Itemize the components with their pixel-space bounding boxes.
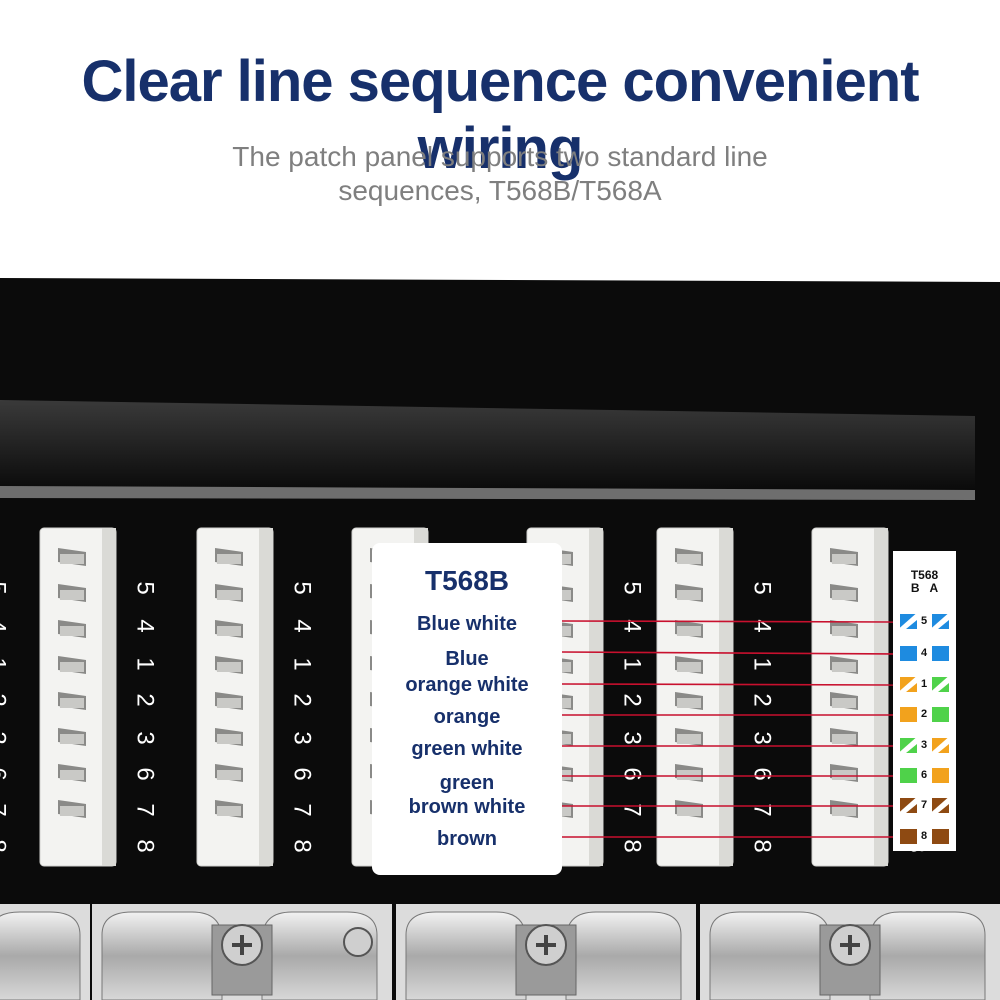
pin-number-label: 2 — [0, 693, 11, 706]
cable-clamp — [396, 904, 696, 1000]
pin-number-label: 2 — [619, 693, 646, 706]
terminal-block — [811, 527, 889, 867]
pin-number: 4 — [920, 647, 928, 659]
pin-number-label: 4 — [0, 619, 11, 632]
pin-number-label: 2 — [289, 693, 316, 706]
pin-number-label: 7 — [289, 803, 316, 816]
swatch-b-brown — [900, 829, 917, 844]
pin-number-label: 8 — [289, 839, 316, 852]
pin-number: 3 — [920, 739, 928, 751]
pin-number-label: 5 — [289, 581, 316, 594]
pin-number-label: 1 — [619, 657, 646, 670]
swatch-a-blue-white — [931, 613, 950, 630]
pin-number-label: 8 — [619, 839, 646, 852]
t568-box-title: T568 — [910, 568, 939, 582]
cable-clamp — [0, 904, 90, 1000]
swatch-b-orange-white — [899, 676, 918, 693]
swatch-b-blue — [900, 646, 917, 661]
legend-item-orange: orange — [433, 706, 501, 728]
pin-number-label: 2 — [749, 693, 776, 706]
wire-guide-line — [561, 620, 894, 623]
cable-clamp — [700, 904, 1000, 1000]
pin-number-label: 6 — [289, 767, 316, 780]
swatch-b-brown-white — [899, 797, 918, 814]
wire-guide-line — [561, 651, 894, 655]
legend-item-blue: Blue — [445, 648, 489, 670]
swatch-a-blue — [932, 646, 949, 661]
col-a-label: A — [929, 581, 939, 595]
subtitle-line-2: sequences, T568B/T568A — [338, 175, 662, 206]
pin-number-label: 3 — [289, 731, 316, 744]
pin-number-label: 1 — [0, 657, 11, 670]
t568-box-header: T568 B A — [893, 569, 956, 595]
swatch-a-brown — [932, 829, 949, 844]
pin-number-label: 3 — [132, 731, 159, 744]
pin-number-label: 6 — [0, 767, 11, 780]
pin-number-label: 5 — [132, 581, 159, 594]
pin-number-label: 3 — [749, 731, 776, 744]
legend-item-green-white: green white — [411, 738, 523, 760]
pin-number-label: 4 — [619, 619, 646, 632]
pin-number-label: 4 — [749, 619, 776, 632]
legend-item-blue-white: Blue white — [416, 613, 517, 635]
screw-icon — [343, 927, 373, 957]
swatch-a-orange — [932, 768, 949, 783]
legend-title: T568B — [424, 565, 510, 596]
pin-number-label: 7 — [0, 803, 11, 816]
t568-standard-box: T568 B A 5 4 1 2 3 6 7 8 — [893, 551, 956, 851]
col-b-label: B — [910, 581, 920, 595]
pin-number-label: 7 — [132, 803, 159, 816]
legend-item-orange-white: orange white — [405, 674, 529, 696]
pin-number: 5 — [920, 615, 928, 627]
swatch-b-green — [900, 768, 917, 783]
panel-lip — [0, 400, 975, 500]
page-title: Clear line sequence convenient wiring — [81, 49, 919, 181]
pin-number-label: 8 — [749, 839, 776, 852]
pin-number-label: 6 — [619, 767, 646, 780]
swatch-b-green-white — [899, 737, 918, 754]
pin-number-label: 1 — [289, 657, 316, 670]
pin-number-label: 8 — [132, 839, 159, 852]
pin-number-label: 6 — [749, 767, 776, 780]
swatch-b-blue-white — [899, 613, 918, 630]
pin-number-label: 5 — [749, 581, 776, 594]
panel-edge-highlight — [0, 486, 975, 500]
terminal-block — [656, 527, 734, 867]
pin-number-label: 5 — [619, 581, 646, 594]
legend-item-brown: brown — [437, 828, 497, 850]
pin-number-label: 4 — [132, 619, 159, 632]
legend-item-brown-white: brown white — [408, 796, 526, 818]
pin-number: 1 — [920, 678, 928, 690]
swatch-b-orange — [900, 707, 917, 722]
swatch-a-green — [932, 707, 949, 722]
t568-box-columns: B A — [893, 582, 956, 595]
pin-number-label: 5 — [0, 581, 11, 594]
page-subtitle: The patch panel supports two standard li… — [150, 140, 850, 208]
pin-number-label: 1 — [749, 657, 776, 670]
legend-item-green: green — [439, 772, 495, 794]
pin-number: 6 — [920, 769, 928, 781]
pin-number-label: 3 — [0, 731, 11, 744]
pin-number-label: 8 — [0, 839, 11, 852]
pin-number: 2 — [920, 708, 928, 720]
terminal-block — [39, 527, 117, 867]
pin-number-label: 2 — [132, 693, 159, 706]
pin-number: 8 — [920, 830, 928, 842]
pin-number-label: 6 — [132, 767, 159, 780]
pin-number-label: 3 — [619, 731, 646, 744]
swatch-a-green-white — [931, 676, 950, 693]
pin-number-label: 1 — [132, 657, 159, 670]
wire-guide-line — [561, 683, 894, 686]
terminal-block — [196, 527, 274, 867]
swatch-a-orange-white — [931, 737, 950, 754]
swatch-a-brown-white — [931, 797, 950, 814]
pin-number-label: 4 — [289, 619, 316, 632]
t568b-legend-card: T568B Blue white Blue orange white orang… — [372, 543, 562, 875]
pin-number: 7 — [920, 799, 928, 811]
subtitle-line-1: The patch panel supports two standard li… — [232, 141, 768, 172]
